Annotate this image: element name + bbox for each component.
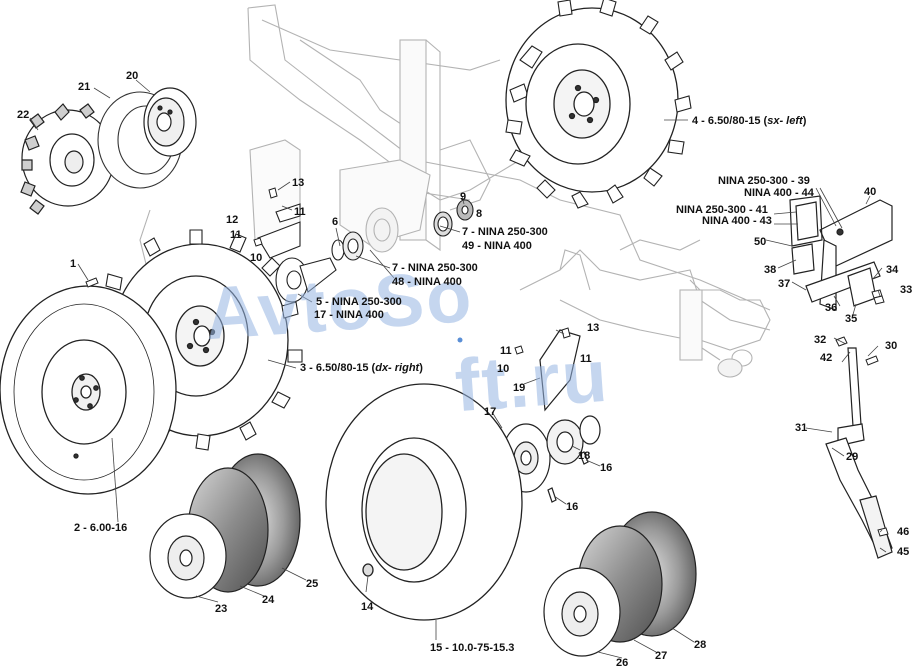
hub-assembly [257,199,474,303]
label-29: 29 [846,451,859,463]
label-14: 14 [361,601,374,613]
label-17b: 17 [484,406,497,418]
label-7a: 7 - NINA 250-300 [462,226,548,238]
wheel-2 [0,285,177,495]
label-27: 27 [655,650,668,662]
label-11b: 11 [230,229,242,241]
watermark-right: ft.ru [452,333,612,428]
label-21: 21 [78,81,91,93]
label-11d: 11 [580,353,592,365]
label-30: 30 [885,340,898,352]
wheel-23-25 [149,453,301,599]
label-5: 5 - NINA 250-300 [316,296,402,308]
bolts [85,187,889,537]
label-4-italic: sx- left [767,115,803,127]
label-25: 25 [306,578,319,590]
label-35: 35 [845,313,858,325]
label-15: 15 - 10.0-75-15.3 [430,642,515,654]
bracket-assembly [789,195,893,311]
label-46: 46 [897,526,910,538]
label-37: 37 [778,278,791,290]
rim-20 [143,87,197,157]
leader-lines [29,79,887,659]
label-42: 42 [820,352,833,364]
label-40: 40 [864,186,877,198]
label-11c: 11 [500,345,512,357]
label-22: 22 [17,109,30,121]
label-19: 19 [513,382,526,394]
label-3: 3 - 6.50/80-15 (dx- right) [300,362,423,374]
label-11a: 11 [294,206,306,218]
label-31: 31 [795,422,808,434]
label-28: 28 [694,639,707,651]
label-50: 50 [754,236,767,248]
label-10b: 10 [497,363,510,375]
label-18: 18 [578,450,591,462]
label-6: 6 [332,216,339,228]
label-32: 32 [814,334,827,346]
label-44: NINA 400 - 44 [744,187,814,199]
label-2: 2 - 6.00-16 [74,522,128,534]
label-38: 38 [764,264,777,276]
label-23: 23 [215,603,228,615]
scraper-29-45 [825,347,893,559]
label-26: 26 [616,657,629,669]
label-16b: 16 [566,501,579,513]
label-36: 36 [825,302,838,314]
wheel-15 [325,383,523,621]
label-3-italic: dx- right [375,362,420,374]
label-1: 1 [70,258,77,270]
label-45: 45 [897,546,910,558]
label-9: 9 [460,191,467,203]
label-24: 24 [262,594,275,606]
label-10a: 10 [250,252,263,264]
label-48: 48 - NINA 400 [392,276,462,288]
label-43: NINA 400 - 43 [702,215,772,227]
label-7b: 7 - NINA 250-300 [392,262,478,274]
wheel-26-28 [543,511,697,657]
label-4-post: ) [802,115,807,127]
label-4-pre: 4 - 6.50/80-15 ( [692,115,768,127]
label-33: 33 [900,284,913,296]
label-39: NINA 250-300 - 39 [718,175,810,187]
label-41: NINA 250-300 - 41 [676,204,768,216]
label-49: 49 - NINA 400 [462,240,532,252]
label-34: 34 [886,264,899,276]
tyre-22 [20,103,115,215]
label-8: 8 [476,208,483,220]
label-13a: 13 [292,177,305,189]
label-12: 12 [226,214,239,226]
label-3-pre: 3 - 6.50/80-15 ( [300,362,376,374]
label-3-post: ) [419,362,423,374]
label-13b: 13 [587,322,600,334]
label-17a: 17 - NINA 400 [314,309,384,321]
tyre-4 [505,0,692,209]
label-4: 4 - 6.50/80-15 (sx- left) [692,115,806,127]
label-16a: 16 [600,462,613,474]
label-20: 20 [126,70,139,82]
hotspot-marker [457,337,463,343]
